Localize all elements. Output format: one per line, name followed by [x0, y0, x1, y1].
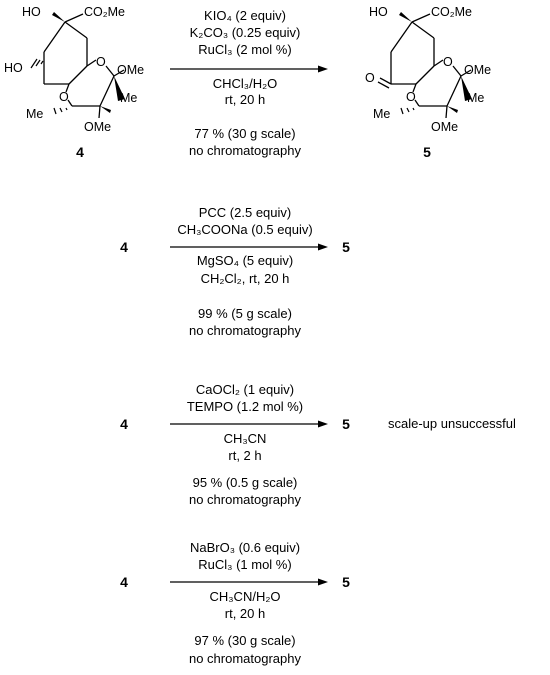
- reaction-3-solvent: CH₃CN: [224, 431, 267, 446]
- structure-5: HO CO₂Me O O O OMe Me Me OMe 5: [365, 5, 491, 160]
- reaction-3: 4 CaOCl₂ (1 equiv) TEMPO (1.2 mol %) 5 s…: [120, 382, 516, 507]
- reaction-3-yield: 95 % (0.5 g scale): [193, 475, 298, 490]
- reaction-1-time: rt, 20 h: [225, 92, 265, 107]
- structure-5-wedges: [399, 12, 472, 113]
- reaction-2-reagent-2: CH₃COONa (0.5 equiv): [177, 222, 312, 237]
- structure-5-hashes: [400, 107, 415, 115]
- reaction-3-scale-up-note: scale-up unsuccessful: [388, 416, 516, 431]
- structure-5-co2me: CO₂Me: [431, 5, 472, 19]
- reaction-3-reagent-1: CaOCl₂ (1 equiv): [196, 382, 294, 397]
- structure-5-o-ring-bottom: O: [406, 90, 416, 104]
- reaction-3-arrowhead: [318, 420, 328, 428]
- reaction-1-reagent-3: RuCl₃ (2 mol %): [198, 42, 291, 57]
- reaction-1-solvent: CHCl₃/H₂O: [213, 76, 278, 91]
- reaction-4-arrowhead: [318, 578, 328, 586]
- structure-4-ho-left: HO: [4, 61, 23, 75]
- reaction-2-reactant: 4: [120, 239, 128, 255]
- reaction-2-note: no chromatography: [189, 323, 302, 338]
- reaction-1-arrowhead: [318, 65, 328, 73]
- reaction-1: KIO₄ (2 equiv) K₂CO₃ (0.25 equiv) RuCl₃ …: [170, 8, 328, 158]
- reaction-2-reagent-1: PCC (2.5 equiv): [199, 205, 291, 220]
- structure-4-hashes: [30, 58, 68, 115]
- structure-5-number: 5: [423, 144, 431, 160]
- structure-4-ome-right: OMe: [117, 63, 144, 77]
- structure-4-co2me: CO₂Me: [84, 5, 125, 19]
- structure-4-me-right: Me: [120, 91, 137, 105]
- reaction-2-solvent: CH₂Cl₂, rt, 20 h: [201, 271, 290, 286]
- structure-5-o-ring-top: O: [443, 55, 453, 69]
- reaction-4-reactant: 4: [120, 574, 128, 590]
- reaction-1-yield: 77 % (30 g scale): [194, 126, 295, 141]
- reaction-2: 4 PCC (2.5 equiv) CH₃COONa (0.5 equiv) 5…: [120, 205, 350, 338]
- reaction-4-product: 5: [342, 574, 350, 590]
- structure-4: HO CO₂Me HO O O OMe Me Me OMe 4: [4, 5, 144, 160]
- reaction-4-yield: 97 % (30 g scale): [194, 633, 295, 648]
- reaction-2-yield: 99 % (5 g scale): [198, 306, 292, 321]
- structure-5-bonds: [377, 13, 472, 119]
- reaction-4-time: rt, 20 h: [225, 606, 265, 621]
- structure-5-ome-bottom: OMe: [431, 120, 458, 134]
- reaction-4-reagent-1: NaBrO₃ (0.6 equiv): [190, 540, 300, 555]
- reaction-3-note: no chromatography: [189, 492, 302, 507]
- structure-4-o-ring-bottom: O: [59, 90, 69, 104]
- reaction-1-reagent-2: K₂CO₃ (0.25 equiv): [190, 25, 301, 40]
- structure-5-ome-right: OMe: [464, 63, 491, 77]
- reaction-3-reagent-2: TEMPO (1.2 mol %): [187, 399, 303, 414]
- reaction-3-reactant: 4: [120, 416, 128, 432]
- structure-4-ome-bottom: OMe: [84, 120, 111, 134]
- structure-4-ho-top: HO: [22, 5, 41, 19]
- structure-4-wedges: [52, 12, 125, 113]
- structure-5-me-bottom: Me: [373, 107, 390, 121]
- structure-5-keto-o: O: [365, 71, 375, 85]
- structure-4-number: 4: [76, 144, 84, 160]
- reaction-2-product: 5: [342, 239, 350, 255]
- reaction-3-time: rt, 2 h: [228, 448, 261, 463]
- reaction-3-product: 5: [342, 416, 350, 432]
- reaction-4-note: no chromatography: [189, 651, 302, 666]
- reaction-4-solvent: CH₃CN/H₂O: [209, 589, 280, 604]
- structure-4-me-bottom: Me: [26, 107, 43, 121]
- reaction-1-note: no chromatography: [189, 143, 302, 158]
- structure-4-bonds: [43, 13, 125, 119]
- reaction-2-additive: MgSO₄ (5 equiv): [197, 253, 293, 268]
- reaction-1-reagent-1: KIO₄ (2 equiv): [204, 8, 286, 23]
- structure-5-me-right: Me: [467, 91, 484, 105]
- structure-4-o-ring-top: O: [96, 55, 106, 69]
- reaction-4-reagent-2: RuCl₃ (1 mol %): [198, 557, 291, 572]
- reaction-4: 4 NaBrO₃ (0.6 equiv) RuCl₃ (1 mol %) 5 C…: [120, 540, 350, 666]
- structure-5-ho-top: HO: [369, 5, 388, 19]
- reaction-2-arrowhead: [318, 243, 328, 251]
